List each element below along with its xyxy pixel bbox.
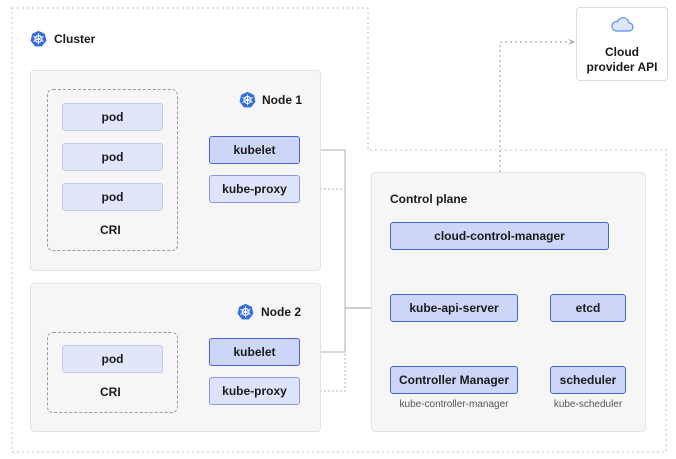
node-1-pod[interactable]: pod <box>62 103 163 131</box>
cloud-provider-api[interactable]: Cloud provider API <box>576 7 668 81</box>
cloud-icon <box>611 17 634 32</box>
cloud-api-line1: Cloud <box>605 45 639 59</box>
node-1-pod[interactable]: pod <box>62 143 163 171</box>
node-1-pod[interactable]: pod <box>62 183 163 211</box>
controller-manager-sub: kube-controller-manager <box>399 399 509 410</box>
kubernetes-icon <box>237 303 254 320</box>
etcd[interactable]: etcd <box>550 294 626 322</box>
kubernetes-icon <box>30 30 47 47</box>
node-2-pod[interactable]: pod <box>62 345 163 373</box>
node-1-label: Node 1 <box>262 93 303 107</box>
node-1-cri-label: CRI <box>100 223 121 237</box>
scheduler[interactable]: scheduler <box>550 366 626 394</box>
control-plane-label: Control plane <box>390 192 468 206</box>
kube-api-server[interactable]: kube-api-server <box>390 294 518 322</box>
node-2-kubelet[interactable]: kubelet <box>209 338 300 366</box>
controller-manager[interactable]: Controller Manager <box>390 366 518 394</box>
cloud-control-manager[interactable]: cloud-control-manager <box>390 222 609 250</box>
cluster-boundary <box>11 7 667 453</box>
node-1-kubelet[interactable]: kubelet <box>209 136 300 164</box>
node-2-kube-proxy[interactable]: kube-proxy <box>209 377 300 405</box>
node-1-kube-proxy[interactable]: kube-proxy <box>209 175 300 203</box>
node-2-cri-label: CRI <box>100 385 121 399</box>
scheduler-sub: kube-scheduler <box>553 399 623 410</box>
cluster-label: Cluster <box>54 32 96 46</box>
cloud-api-line2: provider API <box>586 60 658 74</box>
node-2-label: Node 2 <box>261 305 302 319</box>
kubernetes-icon <box>239 91 256 108</box>
